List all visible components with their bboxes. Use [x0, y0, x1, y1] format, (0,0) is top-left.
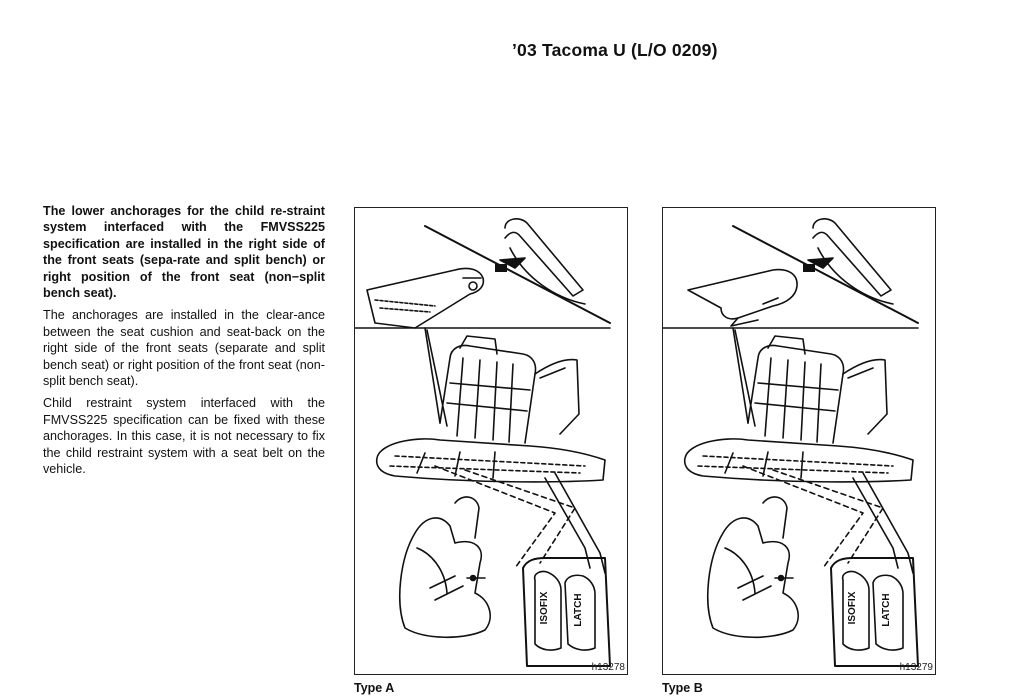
figure-a-illustration: ISOFIX LATCH [355, 218, 611, 667]
body-text: The lower anchorages for the child re-st… [43, 203, 325, 484]
figure-type-b: ISOFIX LATCH h13279 [662, 207, 936, 675]
figure-type-a: ISOFIX LATCH h13278 [354, 207, 628, 675]
figure-a-code: h13278 [591, 662, 625, 673]
figure-a-label-right: LATCH [573, 593, 584, 626]
figure-b-label-left: ISOFIX [847, 591, 858, 624]
paragraph-anchorage-location: The anchorages are installed in the clea… [43, 308, 325, 389]
figure-b-caption: Type B [662, 681, 703, 695]
figure-b-illustration: ISOFIX LATCH [663, 218, 919, 667]
page-header-title: ’03 Tacoma U (L/O 0209) [512, 40, 718, 60]
figure-a-label-left: ISOFIX [539, 591, 550, 624]
lead-paragraph: The lower anchorages for the child re-st… [43, 204, 325, 301]
figure-b-code: h13279 [899, 662, 933, 673]
figure-a-caption: Type A [354, 681, 395, 695]
figure-b-label-right: LATCH [881, 593, 892, 626]
paragraph-child-restraint: Child restraint system interfaced with t… [43, 396, 325, 477]
